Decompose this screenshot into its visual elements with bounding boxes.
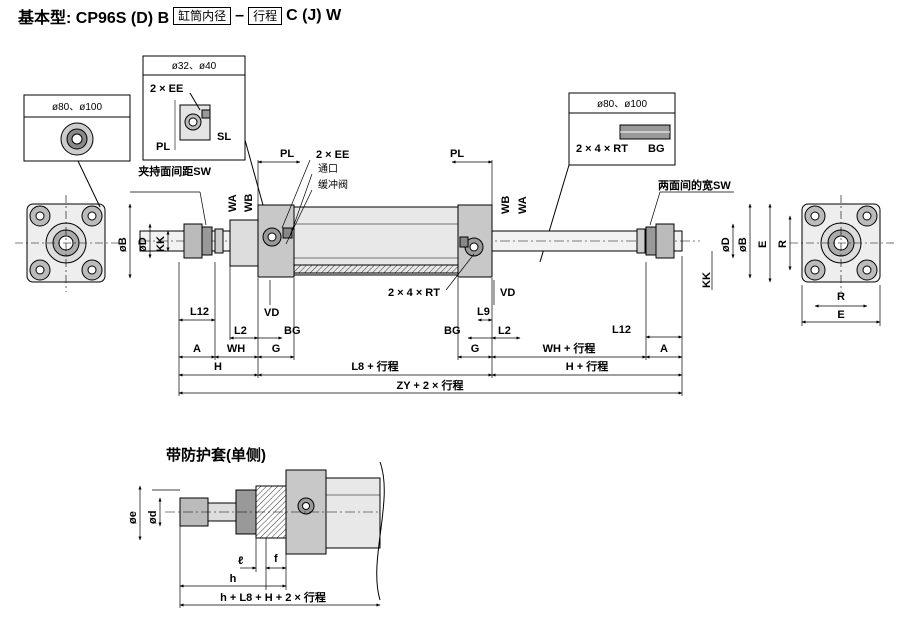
label-l2-right: L2	[498, 325, 511, 337]
label-l8: L8 + 行程	[351, 359, 398, 373]
label-pl-right: PL	[450, 148, 464, 160]
label-l2-left: L2	[234, 325, 247, 337]
top-inset-ee: 2 × EE	[150, 83, 183, 95]
label-a-left: A	[193, 343, 201, 355]
boot-dimension-lines	[138, 485, 381, 608]
label-g-right: G	[471, 343, 480, 355]
main-cylinder	[139, 204, 700, 278]
label-wa-right: WA	[517, 196, 529, 214]
right-inset-bg: BG	[648, 143, 665, 155]
title-suffix: C (J) W	[286, 7, 342, 24]
left-end-view	[15, 195, 120, 292]
label-b-left: øB	[117, 237, 129, 252]
boot-label-h: h	[230, 573, 237, 585]
label-ee: 2 × EE	[316, 149, 349, 161]
label-port: 通口	[318, 163, 338, 175]
label-vd-left: VD	[264, 307, 279, 319]
right-inset-rt: 2 × 4 × RT	[576, 143, 628, 155]
left-inset-label: ø80、ø100	[52, 102, 102, 113]
label-wb-left: WB	[243, 194, 255, 212]
label-h-right: H + 行程	[566, 359, 608, 373]
title-prefix: 基本型: CP96S (D) B	[18, 10, 170, 27]
right-end-view	[790, 195, 895, 292]
label-d-right: øD	[720, 237, 732, 252]
label-e-bottom: E	[837, 309, 844, 321]
label-wh-left: WH	[227, 343, 245, 355]
top-inset-pl: PL	[156, 141, 170, 153]
right-inset	[539, 92, 676, 263]
title-stroke-box: 行程	[248, 7, 283, 25]
label-jia-chi-sw: 夹持面间距SW	[138, 164, 211, 178]
label-l9: L9	[477, 306, 490, 318]
label-cushion: 缓冲阀	[318, 178, 348, 191]
title-dash: –	[235, 7, 245, 24]
top-inset-sl: SL	[217, 131, 231, 143]
boot-drawing	[165, 461, 385, 601]
label-r-side: R	[777, 240, 789, 248]
label-pl-left: PL	[280, 148, 294, 160]
boot-label-total: h + L8 + H + 2 × 行程	[220, 590, 326, 604]
label-wb-right: WB	[500, 196, 512, 214]
top-inset-label: ø32、ø40	[172, 61, 217, 72]
label-l12-right: L12	[612, 324, 631, 336]
label-kk-left: KK	[155, 236, 167, 252]
label-kk-right: KK	[701, 272, 713, 288]
label-bg-right: BG	[444, 325, 461, 337]
label-zy: ZY + 2 × 行程	[396, 378, 463, 392]
label-d-left: øD	[137, 237, 149, 252]
top-inset	[142, 55, 264, 206]
dimension-lines	[128, 159, 881, 396]
page-title: 基本型: CP96S (D) B 缸筒内径 – 行程 C (J) W	[18, 4, 341, 28]
label-bg-left: BG	[284, 325, 301, 337]
left-inset	[23, 94, 131, 208]
label-e-side: E	[757, 241, 769, 248]
title-bore-box: 缸筒内径	[173, 7, 232, 25]
label-wh-right: WH + 行程	[543, 341, 596, 355]
label-h-left: H	[214, 361, 222, 373]
boot-label-e: øe	[127, 511, 139, 524]
boot-section-title: 带防护套(单侧)	[166, 447, 266, 464]
label-wa-left: WA	[227, 194, 239, 212]
label-liang-mian-sw: 两面间的宽SW	[658, 178, 731, 192]
label-b-right: øB	[737, 237, 749, 252]
label-l12-left: L12	[190, 306, 209, 318]
boot-label-f: f	[274, 553, 278, 565]
boot-label-d: ød	[147, 511, 159, 524]
label-g-left: G	[272, 343, 281, 355]
label-rt-bottom: 2 × 4 × RT	[388, 287, 440, 299]
boot-label-l: ℓ	[238, 555, 243, 567]
label-a-right: A	[660, 343, 668, 355]
right-inset-label: ø80、ø100	[597, 99, 647, 110]
label-vd-right: VD	[500, 287, 515, 299]
label-r-bottom: R	[837, 291, 845, 303]
